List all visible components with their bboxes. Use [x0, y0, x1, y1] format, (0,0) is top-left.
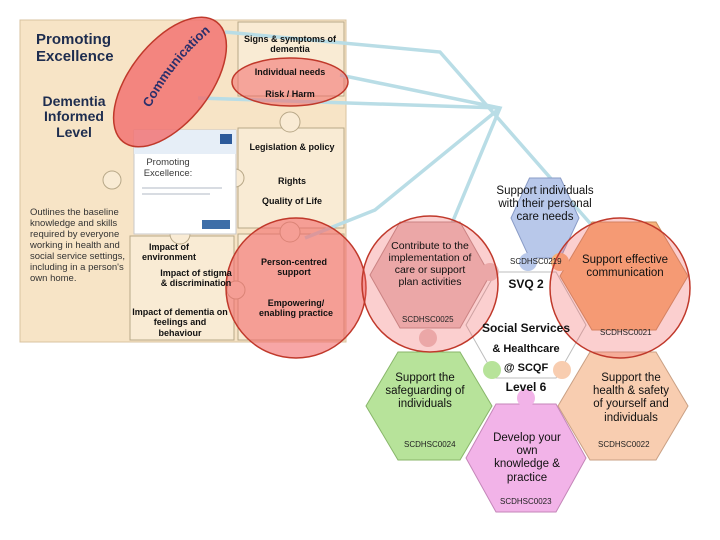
unit-bottom-right-label: Support the health & safety of yourself …: [592, 372, 670, 424]
connector-line: [197, 96, 501, 110]
svq-center-line4: @ SCQF: [503, 362, 549, 374]
item-person-centred: Person-centred support: [260, 257, 328, 278]
hex-bottom: [465, 403, 587, 513]
item-environment: Impact of environment: [141, 242, 196, 263]
hex-tab: [481, 263, 499, 281]
hex-tab: [553, 361, 571, 379]
hex-tab: [517, 389, 535, 407]
hex-right: [559, 221, 689, 331]
puzzle-piece-impacts: [129, 235, 235, 341]
unit-right-label: Support effective communication: [581, 254, 669, 280]
unit-right-code: SCDHSC0021: [600, 328, 652, 337]
hex-bottom-left: [365, 351, 493, 461]
hex-tab: [519, 253, 537, 271]
unit-bottom-label: Develop your own knowledge & practice: [493, 432, 561, 484]
item-legislation: Legislation & policy: [249, 142, 335, 152]
item-signs: Signs & symptoms of dementia: [243, 34, 336, 55]
hex-tab: [551, 253, 569, 271]
hex-bottom-right: [557, 351, 689, 461]
svq-center-line5: Level 6: [505, 380, 547, 394]
svq-center-line1: SVQ 2: [508, 277, 544, 291]
unit-bottom-right-code: SCDHSC0022: [598, 440, 650, 449]
person-centred-highlight: [225, 217, 367, 359]
svq-right-highlight: [549, 217, 691, 359]
puzzle-knob: [102, 170, 122, 190]
puzzle-level: Dementia Informed Level: [42, 93, 106, 140]
book-cover-footer-logo: [202, 220, 230, 229]
item-feelings: Impact of dementia on feelings and behav…: [132, 307, 228, 338]
svq-center-line3: & Healthcare: [492, 343, 560, 355]
item-stigma: Impact of stigma & discrimination: [160, 268, 232, 289]
book-title: Promoting Excellence:: [143, 157, 193, 179]
puzzle-title: Promoting Excellence: [36, 31, 114, 65]
hex-tab: [483, 361, 501, 379]
svq-left-highlight: [361, 215, 499, 353]
puzzle-description: Outlines the baseline knowledge and skil…: [30, 207, 126, 284]
unit-bottom-left-code: SCDHSC0024: [404, 440, 456, 449]
hex-tab: [419, 329, 437, 347]
hex-left: [369, 221, 491, 329]
book-cover-logo: [220, 134, 232, 144]
unit-left-label: Contribute to the implementation of care…: [388, 240, 472, 289]
item-individual-needs: Individual needs: [254, 67, 326, 77]
item-empowering: Empowering/ enabling practice: [258, 298, 334, 319]
unit-bottom-code: SCDHSC0023: [500, 497, 552, 506]
unit-bottom-left-label: Support the safeguarding of individuals: [385, 372, 465, 411]
item-quality: Quality of Life: [261, 196, 322, 206]
unit-top-code: SCDHSC0219: [510, 257, 562, 266]
individual-needs-highlight: [231, 57, 349, 107]
svq-center-line2: Social Services: [481, 321, 571, 335]
unit-left-code: SCDHSC0025: [402, 315, 454, 324]
item-rights: Rights: [278, 176, 306, 186]
unit-top-label: Support individuals with their personal …: [496, 185, 594, 224]
item-risk: Risk / Harm: [265, 89, 315, 99]
communication-highlight: [112, 16, 228, 148]
puzzle-knob: [279, 111, 301, 133]
